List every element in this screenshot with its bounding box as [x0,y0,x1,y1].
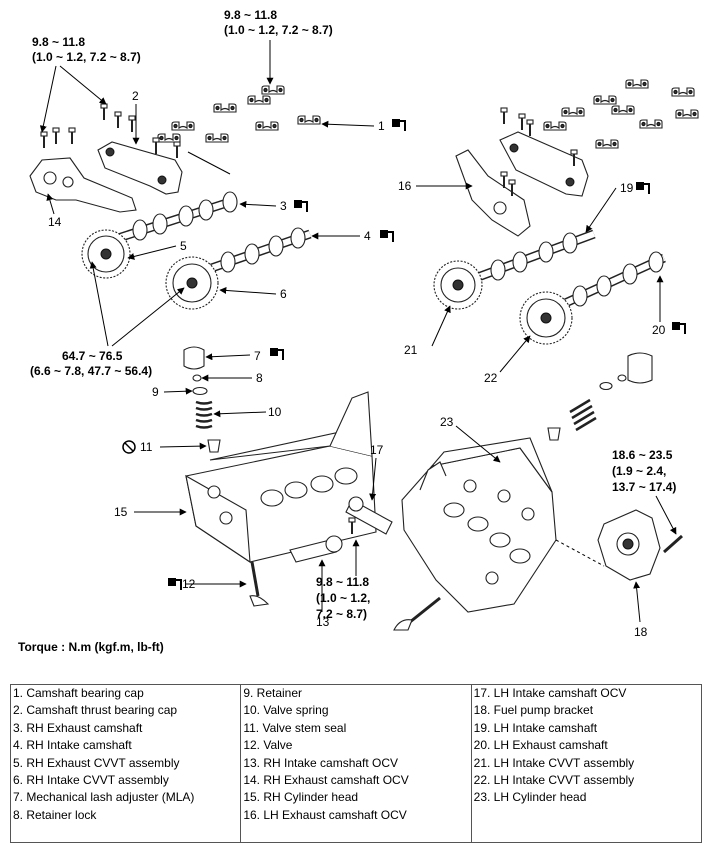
lh-thrust-bearing-cap [499,107,589,197]
legend-spacer [13,824,238,841]
lh-exhaust-cvvt [519,291,573,345]
legend-item: 19. LH Intake camshaft [473,720,598,735]
lh-exhaust-camshaft [548,251,666,315]
torque-label-3: 64.7 ~ 76.5 (6.6 ~ 7.8, 47.7 ~ 56.4) [30,349,152,378]
fuel-pump-bracket [555,509,683,581]
torque-label-2: 9.8 ~ 11.8 (1.0 ~ 1.2, 7.2 ~ 8.7) [224,8,333,37]
rh-exhaust-camshaft [110,191,238,245]
legend-item: 8. Retainer lock [13,807,97,822]
lh-intake-cvvt [433,260,483,310]
legend-item: 6. RH Intake CVVT assembly [13,772,169,787]
legend-item: 2. Camshaft thrust bearing cap [13,703,178,718]
legend-item: 15. RH Cylinder head [243,790,359,805]
legend-item: 13. RH Intake camshaft OCV [243,755,399,770]
retainer-lock [192,374,202,382]
legend-item: 12. Valve [243,738,293,753]
torque-3-line2: (6.6 ~ 7.8, 47.7 ~ 56.4) [30,364,152,378]
rh-cylinder-head [185,391,377,564]
callout-2: 2 [132,89,139,103]
torque-5-line2: (1.9 ~ 2.4, [612,464,666,478]
lh-exhaust-ocv-lower [345,496,393,535]
legend-item: 17. LH Intake camshaft OCV [473,686,627,700]
valve-spring [195,400,213,429]
lh-valvetrain-parts [393,352,653,631]
callout-5: 5 [180,239,187,253]
torque-5-line3: 13.7 ~ 17.4) [612,480,676,494]
legend-item: 3. RH Exhaust camshaft [13,720,143,735]
legend-item: 21. LH Intake CVVT assembly [473,755,635,770]
legend-item: 1. Camshaft bearing cap [13,686,144,700]
callout-22: 22 [484,371,498,385]
rh-thrust-bearing-cap [97,103,183,195]
rh-exhaust-cvvt [81,229,131,279]
torque-leaders [39,40,677,576]
torque-label-5: 18.6 ~ 23.5 (1.9 ~ 2.4, 13.7 ~ 17.4) [612,448,676,494]
legend-item: 5. RH Exhaust CVVT assembly [13,755,180,770]
legend-item: 9. Retainer [243,686,303,700]
callout-10: 10 [268,405,282,419]
legend-item: 16. LH Exhaust camshaft OCV [243,807,407,822]
callout-23: 23 [440,415,454,429]
legend-item: 4. RH Intake camshaft [13,738,132,753]
callout-9: 9 [152,385,159,399]
valve-stem-seal [207,439,221,453]
callout-leaders [46,104,664,623]
torque-1-line2: (1.0 ~ 1.2, 7.2 ~ 8.7) [32,50,141,64]
callout-21: 21 [404,343,418,357]
callout-12: 12 [182,577,196,591]
legend-item: 18. Fuel pump bracket [473,703,594,718]
lh-bearing-caps [543,79,699,149]
callout-15: 15 [114,505,128,519]
callout-4: 4 [364,229,371,243]
rh-bearing-caps [157,85,321,143]
lash-adjuster [183,346,205,370]
rh-intake-ocv [289,517,356,563]
callout-17: 17 [370,443,384,457]
parts-legend-table: 1. Camshaft bearing cap 2. Camshaft thru… [9,684,703,843]
torque-2-line1: 9.8 ~ 11.8 [224,8,277,22]
rh-intake-camshaft [198,227,312,277]
lh-exhaust-ocv [455,149,531,237]
legend-item: 11. Valve stem seal [243,720,347,735]
lh-intake-camshaft [468,229,596,285]
lh-cylinder-head [401,437,557,613]
legend-item: 14. RH Exhaust camshaft OCV [243,772,409,787]
rh-intake-cvvt [165,256,219,310]
callout-1: 1 [378,119,385,133]
callout-16: 16 [398,179,412,193]
torque-3-line1: 64.7 ~ 76.5 [62,349,123,363]
legend-item: 22. LH Intake CVVT assembly [473,772,635,787]
callout-19: 19 [620,181,634,195]
retainer [192,386,208,396]
torque-4-line3: 7.2 ~ 8.7) [316,607,367,621]
legend-column-1: 1. Camshaft bearing cap 2. Camshaft thru… [9,684,242,843]
legend-item: 20. LH Exhaust camshaft [473,738,608,753]
callout-8: 8 [256,371,263,385]
torque-1-line1: 9.8 ~ 11.8 [32,35,85,49]
torque-4-line2: (1.0 ~ 1.2, [316,591,370,605]
torque-5-line1: 18.6 ~ 23.5 [612,448,673,462]
do-not-reuse-icon [122,440,136,454]
legend-column-2: 9. Retainer 10. Valve spring 11. Valve s… [240,684,472,843]
callout-labels: 1 2 3 4 5 6 7 8 9 10 11 12 13 14 15 16 1… [48,89,666,639]
legend-item: 7. Mechanical lash adjuster (MLA) [13,790,195,805]
callout-20: 20 [652,323,666,337]
callout-13: 13 [316,615,330,629]
valve [249,561,270,607]
callout-7: 7 [254,349,261,363]
legend-item: 10. Valve spring [243,703,329,718]
torque-unit-note: Torque : N.m (kgf.m, lb-ft) [18,640,164,654]
callout-18: 18 [634,625,648,639]
callout-11: 11 [140,440,153,454]
callout-3: 3 [280,199,287,213]
callout-14: 14 [48,215,62,229]
torque-2-line2: (1.0 ~ 1.2, 7.2 ~ 8.7) [224,23,333,37]
torque-label-4: 9.8 ~ 11.8 (1.0 ~ 1.2, 7.2 ~ 8.7) [316,575,370,621]
torque-label-1: 9.8 ~ 11.8 (1.0 ~ 1.2, 7.2 ~ 8.7) [32,35,141,64]
callout-6: 6 [280,287,287,301]
legend-column-3: 17. LH Intake camshaft OCV 18. Fuel pump… [470,684,703,843]
exploded-view-diagram: 9.8 ~ 11.8 (1.0 ~ 1.2, 7.2 ~ 8.7) 9.8 ~ … [29,8,699,639]
torque-4-line1: 9.8 ~ 11.8 [316,575,369,589]
legend-item: 23. LH Cylinder head [473,790,587,805]
